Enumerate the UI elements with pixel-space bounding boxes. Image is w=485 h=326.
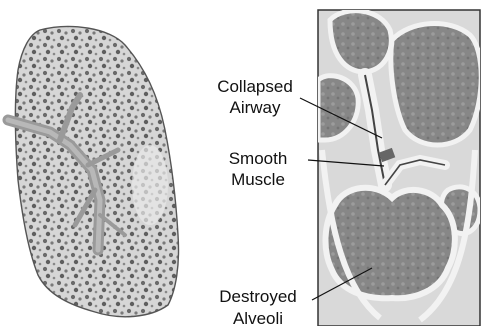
smooth-muscle-line1: Smooth [229,149,288,168]
magnified-alveoli-panel [318,10,481,326]
label-collapsed-airway: Collapsed Airway [217,77,293,117]
lung-illustration [8,26,179,316]
label-smooth-muscle: Smooth Muscle [229,149,288,189]
collapsed-airway-line1: Collapsed [217,77,293,96]
collapsed-airway-line2: Airway [229,98,281,117]
destroyed-alveoli-line1: Destroyed [219,287,296,306]
destroyed-alveoli-line2: Alveoli [233,309,283,326]
label-destroyed-alveoli: Destroyed Alveoli [219,287,296,326]
smooth-muscle-line2: Muscle [231,170,285,189]
